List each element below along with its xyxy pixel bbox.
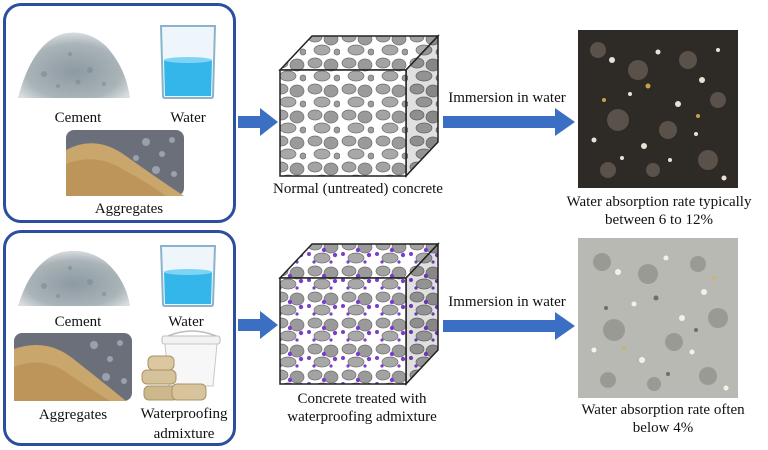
admixture-bucket-icon — [141, 330, 221, 401]
aggregates-label-bottom: Aggregates — [38, 407, 108, 423]
treated-concrete-caption: Concrete treated with waterproofing admi… — [287, 391, 437, 425]
absorption-caption-bottom: Water absorption rate often below 4% — [581, 402, 745, 436]
cement-label-top: Cement — [54, 110, 102, 126]
immersion-label-bottom: Immersion in water — [448, 294, 566, 310]
aggregates-photo-icon — [14, 333, 132, 401]
arrow-right-icon — [443, 108, 575, 136]
concrete-cube-icon — [278, 242, 440, 386]
cement-label-bottom: Cement — [54, 314, 102, 330]
concrete-sample-photo-icon — [578, 30, 738, 188]
sandbags-icon — [141, 355, 207, 401]
concrete-sample-photo-icon — [578, 238, 738, 398]
cement-pile-icon — [18, 250, 130, 306]
arrow-right-icon — [238, 108, 278, 136]
absorption-caption-top: Water absorption rate typically between … — [566, 194, 752, 228]
cement-pile-icon — [18, 32, 130, 98]
aggregates-label-top: Aggregates — [94, 201, 164, 217]
arrow-right-icon — [443, 312, 575, 340]
water-label-top: Water — [170, 110, 206, 126]
arrow-right-icon — [238, 311, 278, 339]
concrete-cube-icon — [278, 34, 440, 178]
untreated-concrete-caption: Normal (untreated) concrete — [273, 181, 443, 197]
admixture-label: Waterproofing admixture — [140, 406, 228, 442]
immersion-label-top: Immersion in water — [448, 90, 566, 106]
water-label-bottom: Water — [168, 314, 204, 330]
aggregates-photo-icon — [66, 130, 184, 196]
water-beaker-icon — [159, 25, 217, 99]
water-beaker-icon — [159, 245, 217, 307]
